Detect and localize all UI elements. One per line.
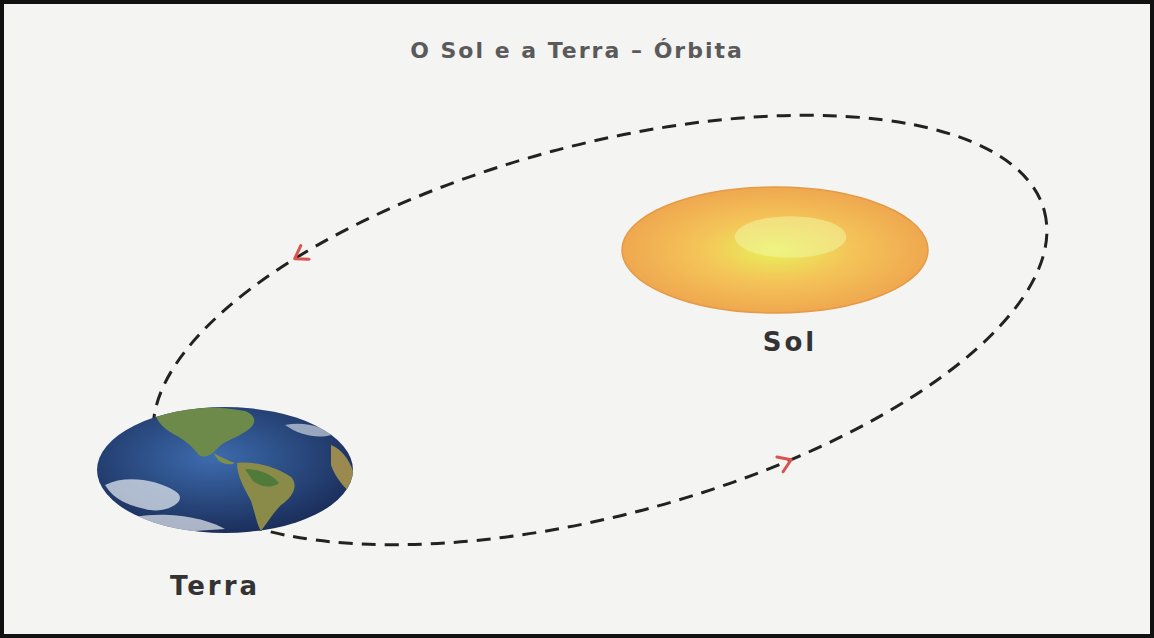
sun-node: Sol <box>620 185 930 361</box>
title: O Sol e a Terra – Órbita <box>0 38 1154 63</box>
orbit-arrowhead <box>777 457 791 472</box>
earth-disc <box>97 407 353 533</box>
orbit-arrowhead <box>295 246 309 260</box>
earth-node: Terra <box>95 405 355 605</box>
earth-land <box>105 407 353 535</box>
node-label: Sol <box>763 327 818 357</box>
sun-disc <box>622 187 928 313</box>
sun-glow <box>735 216 847 258</box>
node-label: Terra <box>170 571 260 601</box>
earth-shape <box>95 405 355 535</box>
orbit-path <box>108 32 1092 628</box>
sun-shape <box>620 185 930 315</box>
